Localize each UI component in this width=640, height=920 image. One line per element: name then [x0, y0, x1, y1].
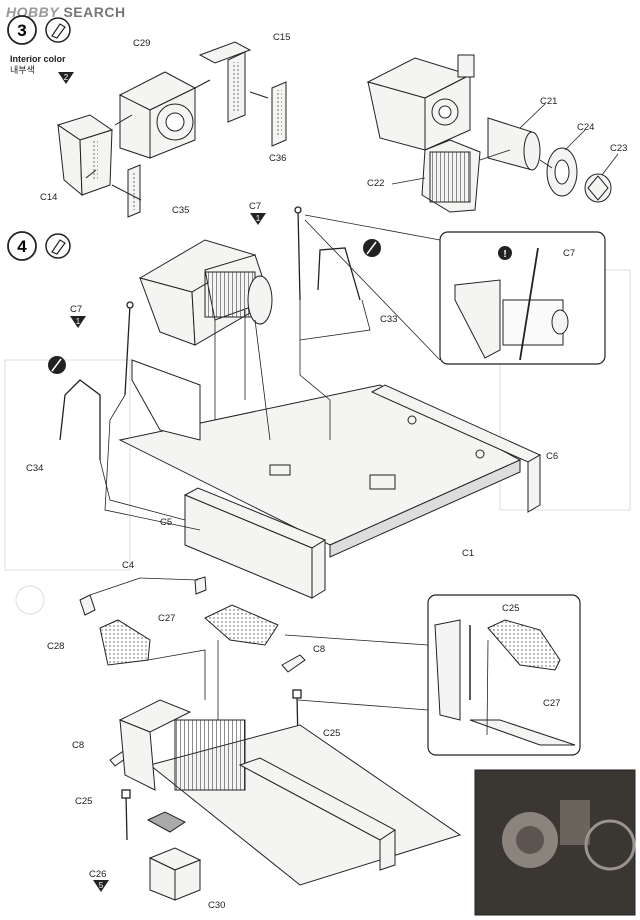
part-label: C8 [72, 740, 85, 751]
part-c5-bar [183, 487, 327, 599]
svg-text:1: 1 [256, 214, 261, 223]
part-label: C25 [502, 603, 520, 614]
part-label: C5 [160, 517, 173, 528]
lower-assembly [118, 699, 462, 886]
part-c25-rods [121, 689, 302, 841]
svg-text:3: 3 [17, 21, 26, 40]
watermark-word: SEARCH [63, 4, 126, 20]
part-label: C30 [208, 900, 226, 911]
svg-text:!: ! [503, 249, 506, 260]
interior-color-korean: 내부색 [10, 65, 35, 75]
part-label: C7 [249, 201, 262, 212]
part-label: C8 [313, 644, 326, 655]
part-label: C22 [367, 178, 385, 189]
part-label: C29 [133, 38, 151, 49]
part-label: C25 [323, 728, 341, 739]
svg-text:2: 2 [64, 73, 69, 82]
part-c7-rods [124, 206, 302, 396]
step-4-leaders [99, 214, 441, 531]
svg-text:1: 1 [76, 317, 81, 326]
part-label: C21 [540, 96, 558, 107]
part-label: C33 [380, 314, 398, 325]
part-label: C24 [577, 122, 595, 133]
part-label: C6 [546, 451, 559, 462]
paint-icon [363, 239, 381, 257]
interior-color-title: Interior color [10, 54, 66, 64]
reference-photo [474, 769, 636, 916]
c25-detail-inset [427, 594, 581, 756]
part-c21-cylinder [487, 117, 541, 171]
color-code-badge: 5 [93, 880, 109, 892]
part-label: C27 [158, 613, 176, 624]
part-label: C15 [273, 32, 291, 43]
part-c6-rail [370, 384, 542, 513]
c7-detail-inset: ! [439, 231, 606, 365]
part-label: C14 [40, 192, 58, 203]
svg-text:4: 4 [17, 237, 27, 256]
part-c29-housing [118, 71, 197, 159]
glue-icon [45, 17, 71, 43]
part-c1-floor [118, 384, 522, 558]
color-code-badge: 2 [58, 72, 74, 84]
lower-leaders [89, 577, 429, 720]
part-label: C23 [610, 143, 628, 154]
step-3-right-leaders [391, 103, 619, 185]
part-c28-plate [99, 619, 151, 666]
part-c21-housing [366, 54, 475, 151]
part-c30-box [148, 847, 202, 901]
part-c4-clips [79, 576, 207, 616]
interior-color-note: Interior color 내부색 [10, 54, 66, 76]
part-c27-plate [204, 604, 279, 646]
part-label: C34 [26, 463, 44, 474]
paint-icon [48, 356, 66, 374]
part-label: C7 [563, 248, 576, 259]
part-c36-strip [271, 81, 287, 147]
part-label: C25 [75, 796, 93, 807]
part-c26-pad [146, 811, 186, 833]
part-label: C35 [172, 205, 190, 216]
part-label: C27 [543, 698, 561, 709]
housing-assembly [131, 239, 273, 441]
svg-text:5: 5 [99, 881, 104, 890]
part-label: C1 [462, 548, 475, 559]
part-c35-strip [127, 164, 141, 218]
part-c23-cap [584, 173, 612, 203]
part-c34-rod [59, 379, 101, 460]
part-label: C7 [70, 304, 83, 315]
part-c24-ring [546, 147, 578, 197]
part-c14-panel [56, 114, 114, 197]
part-c22-motor [421, 139, 481, 213]
part-c15-bracket [198, 41, 252, 123]
step-3-badge: 3 [7, 15, 37, 45]
step-3-left-arrows [85, 79, 269, 201]
step-4-badge: 4 [7, 231, 37, 261]
warning-icon [498, 246, 512, 260]
part-label: C26 [89, 869, 107, 880]
glue-icon [45, 233, 71, 259]
color-code-badge: 1 [70, 316, 86, 328]
part-label: C36 [269, 153, 287, 164]
part-label: C4 [122, 560, 135, 571]
part-label: C28 [47, 641, 65, 652]
color-code-badge: 1 [250, 213, 266, 225]
